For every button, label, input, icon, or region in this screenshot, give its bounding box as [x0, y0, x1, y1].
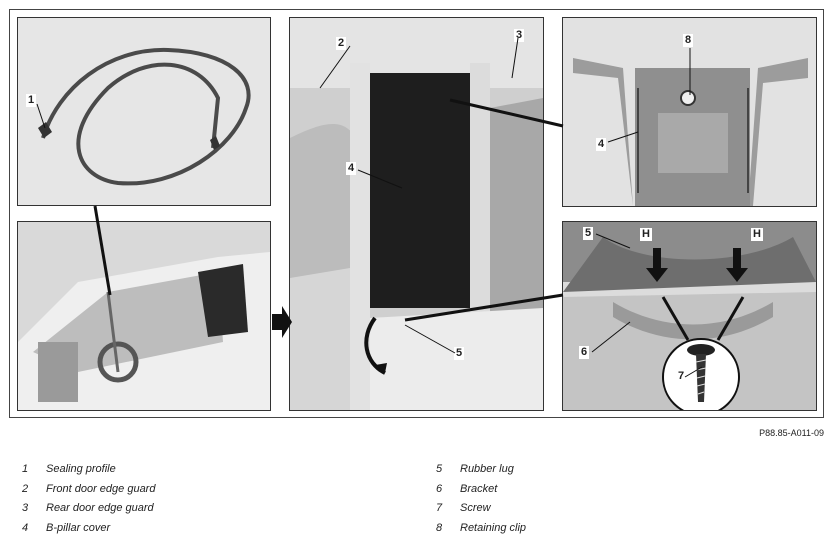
arrow-right-icon	[272, 306, 292, 338]
panel-car-door	[17, 221, 271, 411]
callout-7: 7	[676, 370, 687, 383]
callout-3: 3	[514, 29, 525, 42]
b-pillar-photo	[290, 18, 543, 410]
callout-4-cover: 4	[596, 138, 607, 151]
figure-reference: P88.85-A011-09	[759, 428, 824, 438]
panel-b-pillar	[289, 17, 544, 411]
car-door-photo	[18, 222, 270, 410]
panel-sealing-profile	[17, 17, 271, 206]
callout-5-pillar: 5	[454, 347, 465, 360]
callout-6: 6	[579, 346, 590, 359]
callout-4-pillar: 4	[346, 162, 357, 175]
bracket-photo	[563, 222, 816, 410]
callout-2: 2	[336, 37, 347, 50]
callout-h-left: H	[640, 228, 652, 241]
callout-h-right: H	[751, 228, 763, 241]
callout-8: 8	[683, 34, 694, 47]
sealing-profile-illustration	[18, 18, 270, 205]
callout-5-lug: 5	[583, 227, 594, 240]
panel-bracket-detail	[562, 221, 817, 411]
callout-1: 1	[26, 94, 37, 107]
